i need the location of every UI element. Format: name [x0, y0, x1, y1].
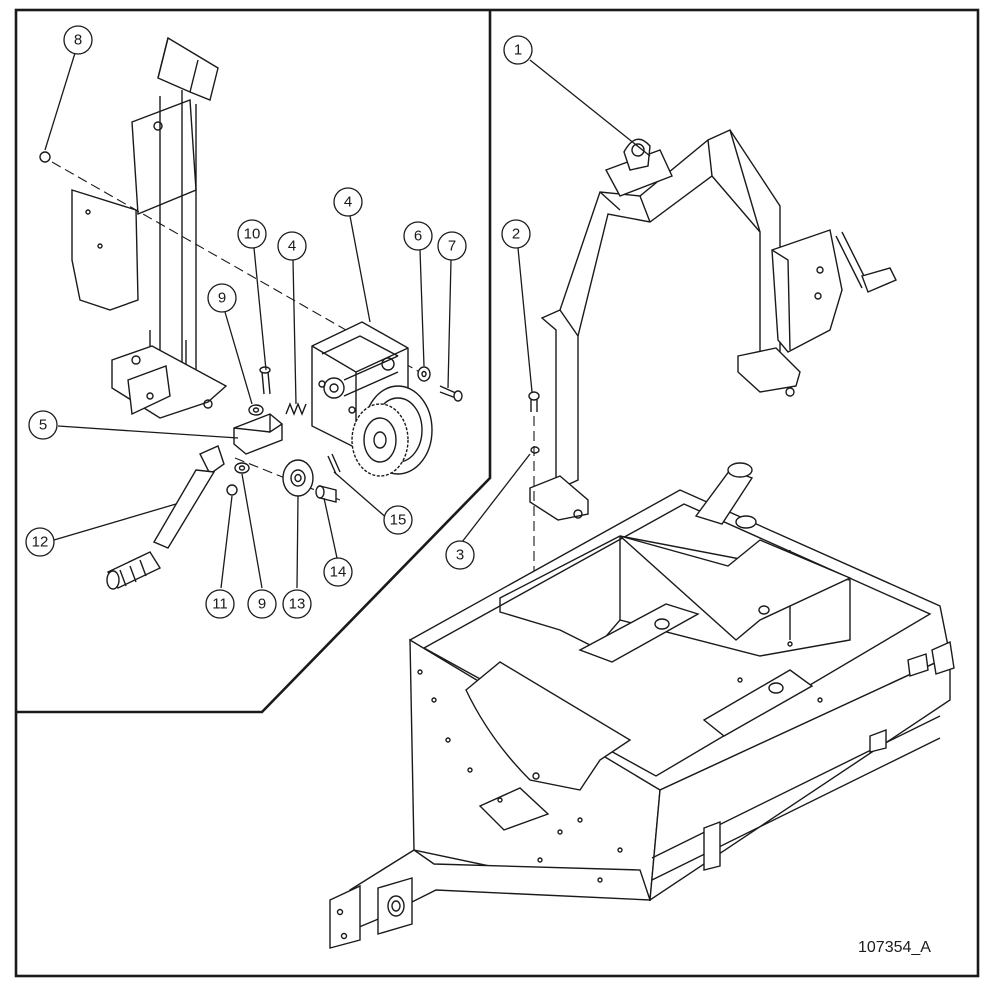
callout-2[interactable]: 2 — [501, 219, 531, 249]
winch-handle — [106, 445, 225, 590]
winch-arch-frame — [529, 129, 897, 521]
callout-leaders — [44, 52, 651, 589]
svg-text:8: 8 — [74, 32, 82, 49]
svg-text:7: 7 — [448, 238, 456, 255]
svg-text:2: 2 — [512, 226, 520, 243]
winch-body — [311, 321, 433, 477]
callout-4a[interactable]: 4 — [333, 187, 363, 217]
callout-15[interactable]: 15 — [383, 505, 413, 535]
svg-text:15: 15 — [390, 512, 407, 529]
winch-post-detail — [71, 36, 228, 419]
callout-3[interactable]: 3 — [445, 540, 475, 570]
svg-text:11: 11 — [212, 596, 228, 613]
svg-text:9: 9 — [258, 596, 266, 613]
callout-13[interactable]: 13 — [282, 589, 312, 619]
callout-6[interactable]: 6 — [403, 221, 433, 251]
svg-text:1: 1 — [514, 42, 522, 59]
callout-11[interactable]: 11 — [205, 589, 235, 619]
svg-text:9: 9 — [218, 290, 226, 307]
callout-balloons: 8 10 4 4 6 7 9 5 12 15 14 11 9 13 1 2 3 — [25, 25, 533, 619]
svg-text:4: 4 — [288, 238, 296, 255]
trailer-frame — [329, 462, 955, 949]
svg-text:5: 5 — [39, 417, 47, 434]
detail-view-border — [16, 10, 492, 714]
callout-8[interactable]: 8 — [63, 25, 93, 55]
svg-text:10: 10 — [244, 226, 261, 243]
callout-9a[interactable]: 9 — [207, 283, 237, 313]
svg-text:14: 14 — [330, 564, 347, 581]
callout-7[interactable]: 7 — [437, 231, 467, 261]
svg-text:3: 3 — [456, 547, 464, 564]
callout-12[interactable]: 12 — [25, 527, 55, 557]
callout-9b[interactable]: 9 — [247, 589, 277, 619]
svg-text:4: 4 — [344, 194, 352, 211]
drawing-number: 107354_A — [858, 939, 931, 956]
callout-5[interactable]: 5 — [28, 410, 58, 440]
svg-text:13: 13 — [289, 596, 306, 613]
svg-text:12: 12 — [32, 534, 49, 551]
drawing-border — [14, 8, 980, 978]
nut-part — [39, 151, 51, 163]
callout-4b[interactable]: 4 — [277, 231, 307, 261]
callout-1[interactable]: 1 — [503, 35, 533, 65]
svg-text:6: 6 — [414, 228, 422, 245]
winch-hardware — [226, 366, 463, 503]
callout-10[interactable]: 10 — [237, 219, 267, 249]
callout-14[interactable]: 14 — [323, 557, 353, 587]
